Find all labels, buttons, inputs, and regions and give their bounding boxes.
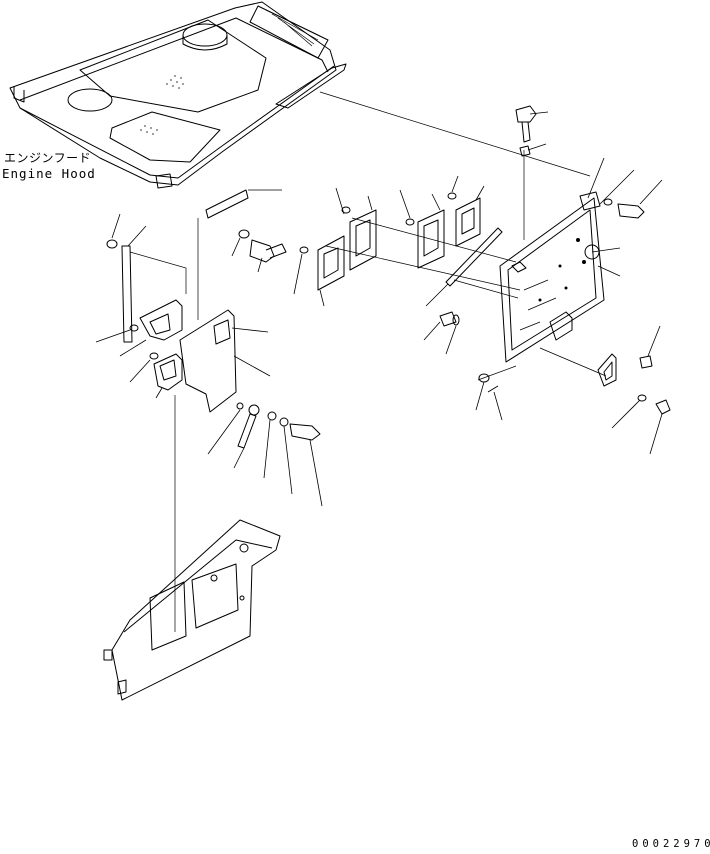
diagram-number: 00022970 <box>632 838 710 850</box>
lower-hardware <box>207 402 323 507</box>
right-latch <box>597 325 671 455</box>
hood-bracket <box>205 189 282 219</box>
center-plate <box>179 309 271 413</box>
cable-rod <box>425 227 503 307</box>
part-name-japanese: エンジンフード <box>4 151 92 165</box>
left-strip <box>106 213 147 343</box>
lower-cover <box>103 519 281 701</box>
assembly-lines <box>129 91 607 632</box>
engine-hood <box>9 1 347 189</box>
right-panel-clips <box>423 311 503 421</box>
bolt-washer-set-a <box>231 229 287 273</box>
part-name-english: Engine Hood <box>2 166 96 181</box>
bolt-washer-set-b <box>603 179 663 219</box>
top-right-fasteners <box>515 105 549 157</box>
mid-shims <box>293 175 485 307</box>
left-brackets <box>95 299 183 399</box>
right-panel <box>499 157 635 363</box>
